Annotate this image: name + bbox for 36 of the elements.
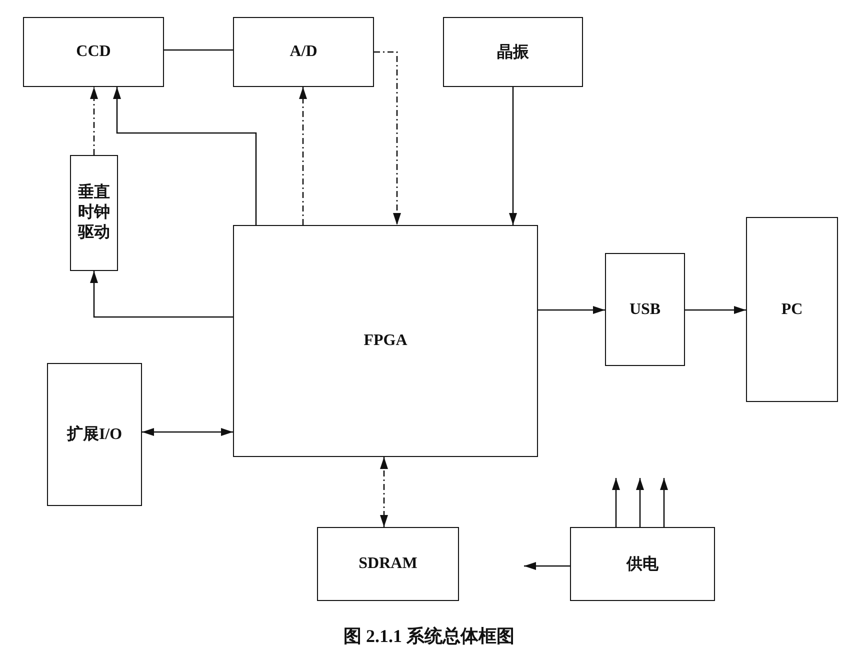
arrow bbox=[90, 271, 233, 318]
block-box bbox=[570, 527, 715, 601]
figure-caption: 图 2.1.1 系统总体框图 bbox=[344, 626, 514, 646]
arrow bbox=[660, 478, 668, 527]
arrow bbox=[538, 306, 605, 314]
block-box bbox=[70, 155, 118, 271]
arrow bbox=[299, 87, 307, 225]
arrow bbox=[509, 87, 517, 225]
arrow bbox=[142, 428, 233, 436]
block-label: SDRAM bbox=[358, 555, 418, 573]
arrow bbox=[612, 478, 620, 527]
block-label: 垂直时钟驱动 bbox=[77, 183, 111, 243]
block-label: 晶振 bbox=[497, 42, 529, 62]
block-label: PC bbox=[781, 300, 803, 318]
block-box bbox=[443, 17, 583, 87]
connector-line bbox=[164, 49, 233, 51]
block-box bbox=[317, 527, 459, 601]
arrow bbox=[113, 87, 257, 225]
block-label: CCD bbox=[76, 43, 111, 61]
block-box bbox=[746, 217, 838, 402]
arrow bbox=[524, 562, 570, 570]
block-box bbox=[233, 225, 538, 457]
block-box bbox=[605, 253, 685, 366]
block-label: USB bbox=[629, 300, 661, 318]
arrow bbox=[380, 457, 388, 527]
arrow bbox=[636, 478, 644, 527]
block-box bbox=[47, 363, 142, 506]
block-label: A/D bbox=[290, 43, 318, 61]
block-box bbox=[233, 17, 374, 87]
block-box bbox=[23, 17, 164, 87]
arrow bbox=[374, 51, 401, 225]
block-label: FPGA bbox=[364, 332, 408, 350]
arrow bbox=[90, 87, 98, 155]
block-label: 扩展I/O bbox=[66, 424, 122, 445]
block-label: 供电 bbox=[626, 554, 658, 574]
arrow bbox=[685, 306, 746, 314]
